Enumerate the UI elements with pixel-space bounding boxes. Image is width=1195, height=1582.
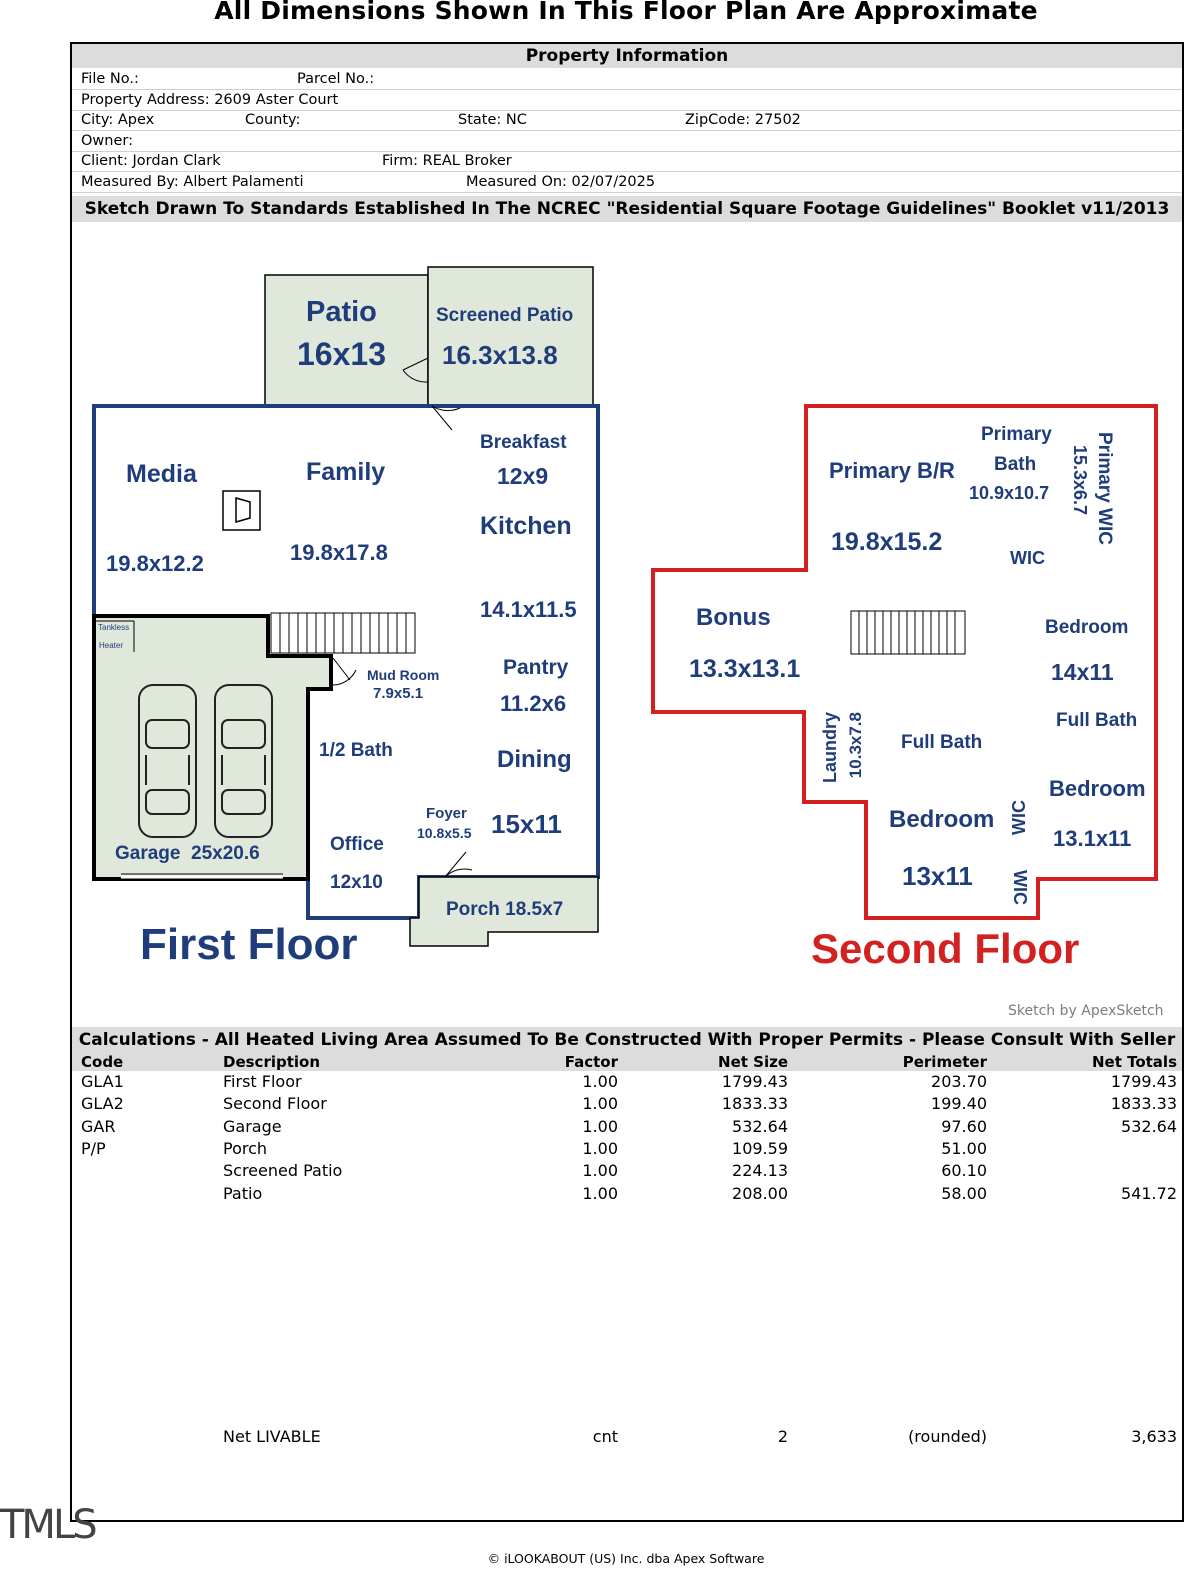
mls-logo: TMLS <box>0 1502 98 1548</box>
county: County: <box>245 112 301 128</box>
net-livable-perimeter: (rounded) <box>908 1427 987 1446</box>
info-row-measured: Measured By: Albert Palamenti Measured O… <box>72 172 1182 193</box>
calc-cell-net-size: 532.64 <box>732 1116 788 1136</box>
calc-cell-code: GLA1 <box>81 1072 124 1091</box>
calc-cell-perimeter: 97.60 <box>941 1116 987 1136</box>
calc-cell-net-total: 1833.33 <box>1110 1094 1177 1114</box>
city: City: Apex <box>81 112 155 128</box>
calculations-header: Calculations - All Heated Living Area As… <box>78 1030 1176 1050</box>
calc-cell-perimeter: 51.00 <box>941 1138 987 1158</box>
net-livable-net-total: 3,633 <box>1131 1427 1177 1446</box>
second-floor-outline <box>651 404 1158 920</box>
calc-cell-description: Screened Patio <box>223 1161 343 1181</box>
col-header-description: Description <box>223 1053 321 1071</box>
calc-cell-description: First Floor <box>223 1072 302 1091</box>
calc-cell-net-size: 208.00 <box>732 1183 788 1203</box>
measured-on: Measured On: 02/07/2025 <box>466 174 656 190</box>
col-header-net-totals: Net Totals <box>1091 1053 1177 1071</box>
calc-cell-description: Patio <box>223 1183 263 1203</box>
info-row-file: File No.: Parcel No.: <box>72 69 1182 90</box>
col-header-net-size: Net Size <box>718 1053 788 1071</box>
info-row-client: Client: Jordan Clark Firm: REAL Broker <box>72 151 1182 172</box>
footer-copyright: © iLOOKABOUT (US) Inc. dba Apex Software <box>487 1551 765 1566</box>
calc-cell-factor: 1.00 <box>582 1183 618 1203</box>
fireplace-icon <box>222 490 261 531</box>
client: Client: Jordan Clark <box>81 153 221 169</box>
calc-cell-description: Porch <box>223 1138 268 1158</box>
state: State: NC <box>458 112 527 128</box>
property-address: Property Address: 2609 Aster Court <box>81 92 339 108</box>
calc-cell-perimeter: 60.10 <box>941 1161 987 1181</box>
measured-by: Measured By: Albert Palamenti <box>81 174 304 190</box>
stairs-icon <box>850 610 966 655</box>
calc-cell-net-size: 109.59 <box>732 1138 788 1158</box>
calc-cell-description: Garage <box>223 1116 282 1136</box>
calc-cell-factor: 1.00 <box>582 1072 618 1091</box>
owner: Owner: <box>81 133 133 149</box>
zipcode: ZipCode: 27502 <box>685 112 801 128</box>
calc-cell-net-total: 541.72 <box>1121 1183 1177 1203</box>
calc-cell-perimeter: 58.00 <box>941 1183 987 1203</box>
calc-cell-net-size: 1799.43 <box>721 1072 788 1091</box>
calc-cell-net-total: 532.64 <box>1121 1116 1177 1136</box>
parcel-no: Parcel No.: <box>297 71 375 87</box>
stairs-icon <box>270 612 416 654</box>
info-row-address: Property Address: 2609 Aster Court <box>72 90 1182 111</box>
door-swing-icon <box>332 357 473 878</box>
sketch-standards-header: Sketch Drawn To Standards Established In… <box>72 196 1182 222</box>
car-icon <box>138 684 197 838</box>
calc-cell-factor: 1.00 <box>582 1138 618 1158</box>
calc-cell-code: GAR <box>81 1116 116 1136</box>
calc-cell-net-size: 1833.33 <box>721 1094 788 1114</box>
floor-plan-sketch <box>92 266 1158 947</box>
firm: Firm: REAL Broker <box>382 153 512 169</box>
info-row-owner: Owner: <box>72 131 1182 152</box>
calc-cell-code: P/P <box>81 1138 106 1158</box>
info-row-location: City: Apex County: State: NC ZipCode: 27… <box>72 110 1182 131</box>
calc-cell-perimeter: 199.40 <box>931 1094 987 1114</box>
calc-cell-factor: 1.00 <box>582 1161 618 1181</box>
calc-cell-factor: 1.00 <box>582 1094 618 1114</box>
document-frame <box>70 42 1184 1522</box>
calc-cell-net-total: 1799.43 <box>1110 1072 1177 1091</box>
calculations-header-band <box>72 1027 1182 1071</box>
patio-area <box>264 274 429 407</box>
car-icon <box>214 684 273 838</box>
page-title: All Dimensions Shown In This Floor Plan … <box>214 0 1038 25</box>
calc-cell-description: Second Floor <box>223 1094 327 1114</box>
garage-area <box>92 614 333 881</box>
net-livable-net-size: 2 <box>777 1427 788 1446</box>
col-header-factor: Factor <box>564 1053 618 1071</box>
file-no: File No.: <box>81 71 139 87</box>
property-info-header: Property Information <box>72 44 1182 68</box>
calc-cell-code: GLA2 <box>81 1094 124 1114</box>
net-livable-description: Net LIVABLE <box>223 1427 321 1446</box>
calc-cell-factor: 1.00 <box>582 1116 618 1136</box>
screened-patio-area <box>427 266 594 407</box>
calc-cell-net-size: 224.13 <box>732 1161 788 1181</box>
col-header-perimeter: Perimeter <box>902 1053 987 1071</box>
calc-cell-perimeter: 203.70 <box>931 1072 987 1091</box>
net-livable-factor: cnt <box>592 1427 618 1446</box>
porch-area <box>409 876 599 947</box>
sketch-credit: Sketch by ApexSketch <box>1008 1003 1164 1019</box>
col-header-code: Code <box>81 1053 124 1071</box>
